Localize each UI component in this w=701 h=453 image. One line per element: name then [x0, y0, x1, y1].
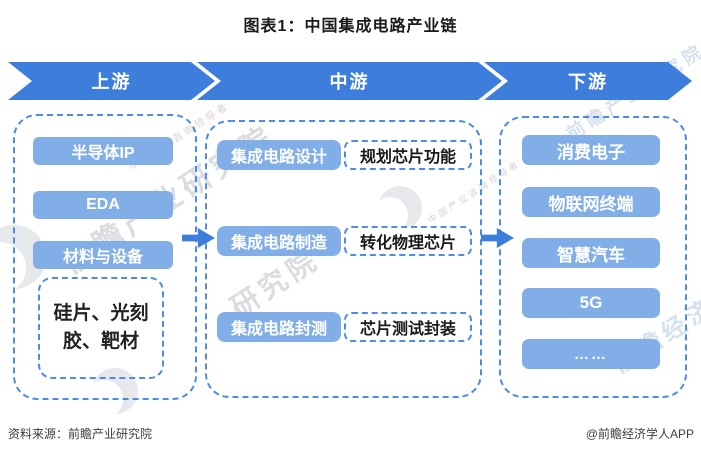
upstream-item-semiconductor-ip: 半导体IP	[33, 137, 173, 165]
downstream-item-smart-cars: 智慧汽车	[522, 238, 660, 268]
downstream-item-ellipsis: ……	[522, 339, 660, 369]
midstream-panel	[205, 120, 482, 398]
midstream-step-packaging-testing: 集成电路封测	[217, 312, 341, 342]
downstream-item-consumer-electronics: 消费电子	[522, 135, 660, 165]
source-note: 资料来源：前瞻产业研究院	[8, 427, 153, 441]
midstream-desc-manufacturing: 转化物理芯片	[344, 226, 472, 256]
upstream-item-materials-equipment: 材料与设备	[33, 241, 173, 269]
upstream-item-eda: EDA	[33, 191, 173, 219]
upstream-sub-item-materials-detail: 硅片、光刻胶、靶材	[38, 277, 164, 379]
downstream-panel	[499, 116, 687, 398]
downstream-item-5g: 5G	[522, 288, 660, 318]
credit-note: @前瞻经济学人APP	[585, 427, 694, 441]
stage-chevron-upstream: 上游	[8, 62, 215, 100]
midstream-step-manufacturing: 集成电路制造	[217, 226, 341, 256]
downstream-item-iot-terminals: 物联网终端	[522, 187, 660, 217]
stage-label-midstream: 中游	[329, 72, 370, 92]
stage-label-upstream: 上游	[91, 72, 132, 92]
stage-label-downstream: 下游	[568, 72, 608, 92]
midstream-desc-design: 规划芯片功能	[344, 140, 472, 170]
stage-chevron-midstream: 中游	[197, 62, 502, 100]
midstream-desc-packaging-testing: 芯片测试封装	[344, 312, 472, 342]
figure-title: 图表1：中国集成电路产业链	[243, 18, 458, 35]
midstream-step-design: 集成电路设计	[217, 140, 341, 170]
stage-chevron-downstream: 下游	[484, 62, 692, 100]
